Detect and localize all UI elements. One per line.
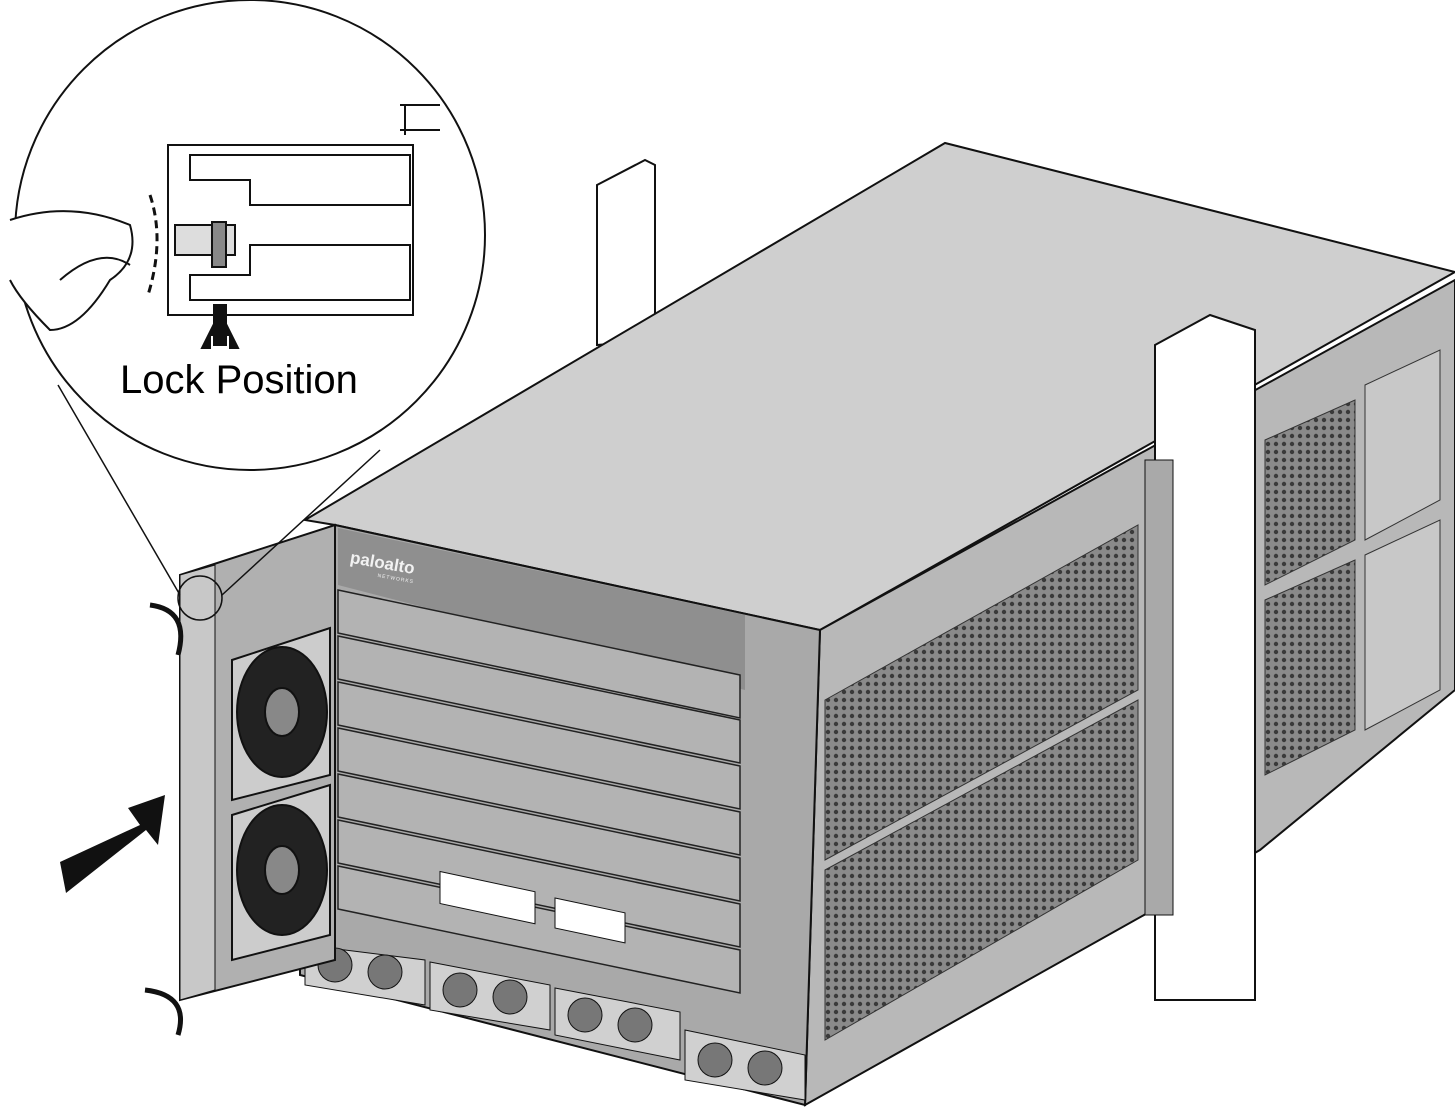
rear-vent-lower [1264,559,1356,776]
fan-tray-bezel [179,564,216,1001]
push-direction-arrow-icon [60,795,165,893]
rear-panel-upper [1364,349,1441,541]
rotate-arrow-bottom-icon [144,987,184,1036]
port-blocks [439,870,626,944]
psu-fans [317,947,783,1086]
rear-vent-upper [1264,399,1356,586]
mounting-bracket [1144,459,1174,916]
callout-target-ring [177,575,223,621]
latch-detail [9,104,440,349]
side-vent-lower [824,699,1139,1041]
logo-band [338,528,745,690]
lock-position-label: Lock Position [120,358,358,402]
side-vent-upper [824,524,1139,861]
rear-rack-post [596,158,656,347]
chassis-top [302,141,1455,632]
rotate-arrow-top-icon [149,602,184,656]
line-card-slots [337,589,741,994]
rear-panel-lower [1364,519,1441,731]
fan-icons [231,626,331,962]
